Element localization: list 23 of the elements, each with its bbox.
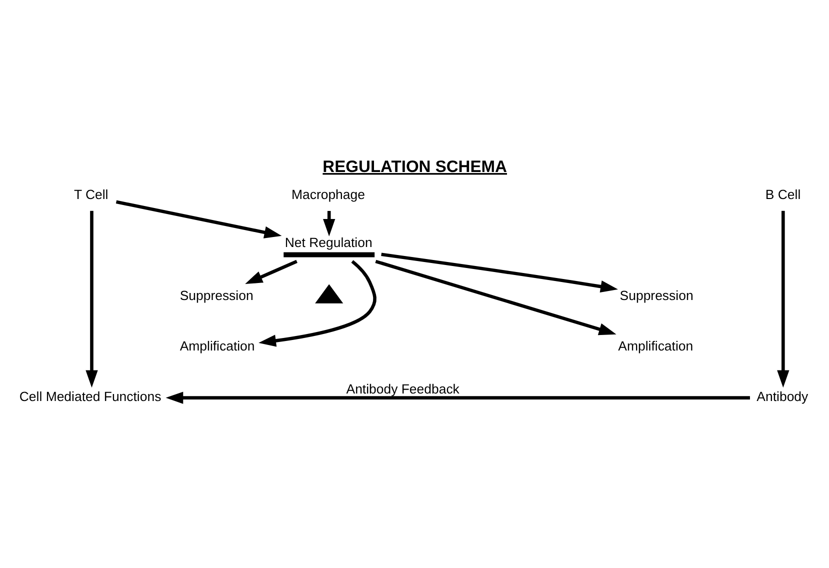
node-box (284, 252, 375, 257)
arrow (116, 200, 282, 238)
node-text: Macrophage (291, 186, 365, 202)
arrow (777, 210, 790, 388)
edge-label: Antibody Feedback (346, 381, 460, 396)
node-text: B Cell (765, 186, 801, 202)
node-label: Net Regulation (284, 234, 372, 250)
node-text: Cell Mediated Functions (19, 388, 162, 404)
arrow (245, 259, 298, 284)
diagram-title: REGULATION SCHEMA (322, 156, 507, 176)
node-text: T Cell (74, 186, 108, 202)
arrow (381, 252, 618, 292)
arrow (375, 259, 616, 335)
arrow (86, 210, 98, 388)
node-text: Suppression (180, 288, 254, 303)
node-text: Suppression (620, 288, 694, 303)
node-text: Amplification (180, 338, 255, 353)
node-text: Amplification (618, 338, 694, 353)
arrow (258, 260, 376, 346)
node-text: Antibody (756, 388, 808, 404)
node-triangle (315, 284, 344, 303)
arrow (323, 210, 336, 236)
arrow (166, 391, 750, 404)
